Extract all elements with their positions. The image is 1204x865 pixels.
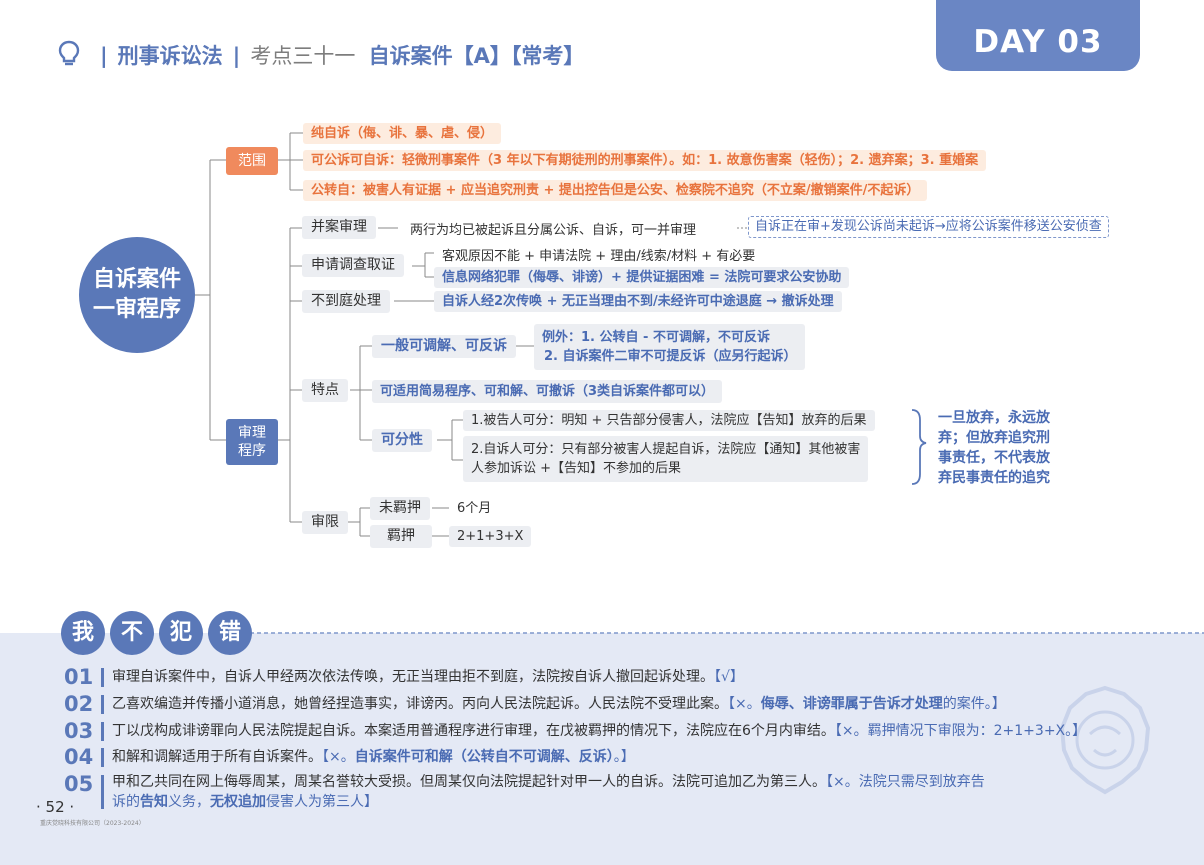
answer-prefix: 【×。	[728, 696, 761, 712]
copyright: 重庆觉晓科技有限公司（2023-2024）	[40, 820, 145, 827]
root-line2: 一审程序	[92, 297, 181, 322]
question-number: 02	[64, 692, 94, 716]
not-detained-label: 未羁押	[370, 497, 430, 520]
answer-line2-e: 侵害人为第三人】	[266, 794, 378, 810]
divisible-item2: 2.自诉人可分：只有部分被害人提起自诉，法院应【通知】其他被害 人参加诉讼 +【…	[463, 436, 869, 482]
question-number: 05	[64, 772, 94, 796]
procedure-label-line1: 审理	[238, 425, 266, 441]
question-body: 乙喜欢编造并传播小道消息，她曾经捏造事实，诽谤丙。丙向人民法院起诉。人民法院不受…	[112, 696, 728, 712]
scope-item-pure: 纯自诉（侮、诽、暴、虐、侵）	[303, 123, 502, 144]
detained-value: 2+1+3+X	[449, 526, 532, 547]
mediate-label: 一般可调解、可反诉	[372, 335, 516, 358]
answer-prefix: 【×。	[322, 749, 355, 765]
question-number: 01	[64, 665, 94, 689]
features-label: 特点	[302, 379, 348, 402]
investigate-label: 申请调查取证	[302, 254, 404, 277]
question-body: 丁以戊构成诽谤罪向人民法院提起自诉。本案适用普通程序进行审理，在戊被羁押的情况下…	[112, 723, 835, 739]
answer-suffix: 的案件。】	[942, 696, 1006, 712]
question-number: 04	[64, 745, 94, 769]
question-bar	[101, 668, 104, 687]
topic-title: 自诉案件【A】【常考】	[368, 44, 585, 68]
not-detained-value: 6个月	[449, 498, 500, 519]
mindmap-connectors	[195, 132, 927, 537]
seal-watermark-icon	[1059, 685, 1151, 795]
question-text: 乙喜欢编造并传播小道消息，她曾经捏造事实，诽谤丙。丙向人民法院起诉。人民法院不受…	[112, 694, 1006, 714]
answer-bold: 自诉案件可和解（公转自不可调解、反诉）	[354, 749, 614, 765]
question-text: 甲和乙共同在网上侮辱周某，周某名誉较大受损。但周某仅向法院提起针对甲一人的自诉。…	[112, 772, 985, 812]
question-answer: 【×。羁押情况下审限为：2+1+3+X。】	[834, 723, 1087, 739]
question-bar	[101, 722, 104, 741]
dashed-divider	[250, 632, 1204, 634]
answer-line2-c: 义务，	[168, 794, 210, 810]
page-number: · 52 ·	[36, 798, 75, 816]
investigate-line2: 信息网络犯罪（侮辱、诽谤）+ 提供证据困难 = 法院可要求公安协助	[434, 267, 850, 288]
exception-line1: 例外：1. 公转自 - 不可调解，不可反诉	[542, 330, 770, 345]
question-bar	[101, 748, 104, 767]
merge-label: 并案审理	[302, 216, 376, 239]
simple-procedure: 可适用简易程序、可和解、可撤诉（3类自诉案件都可以）	[372, 380, 723, 403]
point-label: 考点三十一	[250, 44, 356, 68]
answer-bold: 侮辱、诽谤罪属于告诉才处理	[760, 696, 943, 712]
title-bubble-4: 错	[208, 611, 252, 655]
question-body: 审理自诉案件中，自诉人甲经两次依法传唤，无正当理由拒不到庭，法院按自诉人撤回起诉…	[112, 669, 714, 685]
divisible-label: 可分性	[372, 429, 432, 452]
day-badge: DAY 03	[936, 0, 1140, 71]
divisible-item1: 1.被告人可分：明知 + 只告部分侵害人，法院应【告知】放弃的后果	[463, 410, 875, 431]
subject-title: 刑事诉讼法	[117, 44, 223, 68]
procedure-label-line2: 程序	[238, 443, 266, 459]
divisible-item2-line2: 人参加诉讼 +【告知】不参加的后果	[471, 461, 682, 476]
absent-label: 不到庭处理	[302, 290, 390, 313]
title-bubble-1: 我	[61, 611, 105, 655]
answer-line2-a: 诉的	[112, 794, 140, 810]
question-text: 和解和调解适用于所有自诉案件。【×。自诉案件可和解（公转自不可调解、反诉）。】	[112, 747, 635, 767]
answer-suffix: 。】	[613, 749, 635, 765]
merge-note: 自诉正在审+发现公诉尚未起诉→应将公诉案件移送公安侦查	[748, 216, 1109, 238]
question-number: 03	[64, 719, 94, 743]
divisible-item2-line1: 2.自诉人可分：只有部分被害人提起自诉，法院应【通知】其他被害	[471, 442, 861, 457]
question-body: 和解和调解适用于所有自诉案件。	[112, 749, 322, 765]
investigate-line1: 客观原因不能 + 申请法院 + 理由/线索/材料 + 有必要	[442, 249, 756, 264]
root-node: 自诉案件 一审程序	[79, 237, 195, 353]
answer-tail: 【×。法院只需尽到放弃告	[826, 774, 985, 790]
note-line4: 弃民事责任的追究	[938, 470, 1050, 486]
scope-item-transfer: 公转自：被害人有证据 + 应当追究刑责 + 提出控告但是公安、检察院不追究（不立…	[303, 180, 928, 201]
time-limit-label: 审限	[302, 511, 348, 534]
exception-line2: 2. 自诉案件二审不可提反诉（应另行起诉）	[544, 349, 797, 364]
procedure-node: 审理 程序	[226, 419, 278, 465]
merge-text: 两行为均已被起诉且分属公诉、自诉，可一并审理	[410, 223, 697, 238]
detained-label: 羁押	[370, 525, 432, 548]
question-answer: 【√】	[714, 669, 744, 685]
absent-text: 自诉人经2次传唤 + 无正当理由不到/未经许可中途退庭 → 撤诉处理	[434, 291, 842, 312]
title-bubble-3: 犯	[159, 611, 203, 655]
answer-line2-d: 无权追加	[210, 794, 266, 810]
mistakes-section	[0, 633, 1204, 865]
answer-line2-b: 告知	[140, 794, 168, 810]
scope-item-optional: 可公诉可自诉：轻微刑事案件（3 年以下有期徒刑的刑事案件）。如：1. 故意伤害案…	[303, 150, 987, 171]
title-bubble-2: 不	[110, 611, 154, 655]
divisible-note: 一旦放弃，永远放 弃；但放弃追究刑 事责任，不代表放 弃民事责任的追究	[938, 408, 1050, 488]
lightbulb-icon	[58, 40, 80, 66]
page-header: |刑事诉讼法|考点三十一 自诉案件【A】【常考】	[100, 44, 585, 68]
question-body: 甲和乙共同在网上侮辱周某，周某名誉较大受损。但周某仅向法院提起针对甲一人的自诉。…	[112, 774, 826, 790]
note-line1: 一旦放弃，永远放	[938, 410, 1050, 426]
scope-node: 范围	[226, 147, 278, 175]
question-bar	[101, 775, 104, 809]
question-text: 丁以戊构成诽谤罪向人民法院提起自诉。本案适用普通程序进行审理，在戊被羁押的情况下…	[112, 721, 1086, 741]
question-text: 审理自诉案件中，自诉人甲经两次依法传唤，无正当理由拒不到庭，法院按自诉人撤回起诉…	[112, 667, 744, 687]
note-line3: 事责任，不代表放	[938, 450, 1050, 466]
mediate-exception: 例外：1. 公转自 - 不可调解，不可反诉 2. 自诉案件二审不可提反诉（应另行…	[534, 324, 805, 370]
question-bar	[101, 695, 104, 714]
root-line1: 自诉案件	[92, 267, 181, 292]
note-line2: 弃；但放弃追究刑	[938, 430, 1050, 446]
